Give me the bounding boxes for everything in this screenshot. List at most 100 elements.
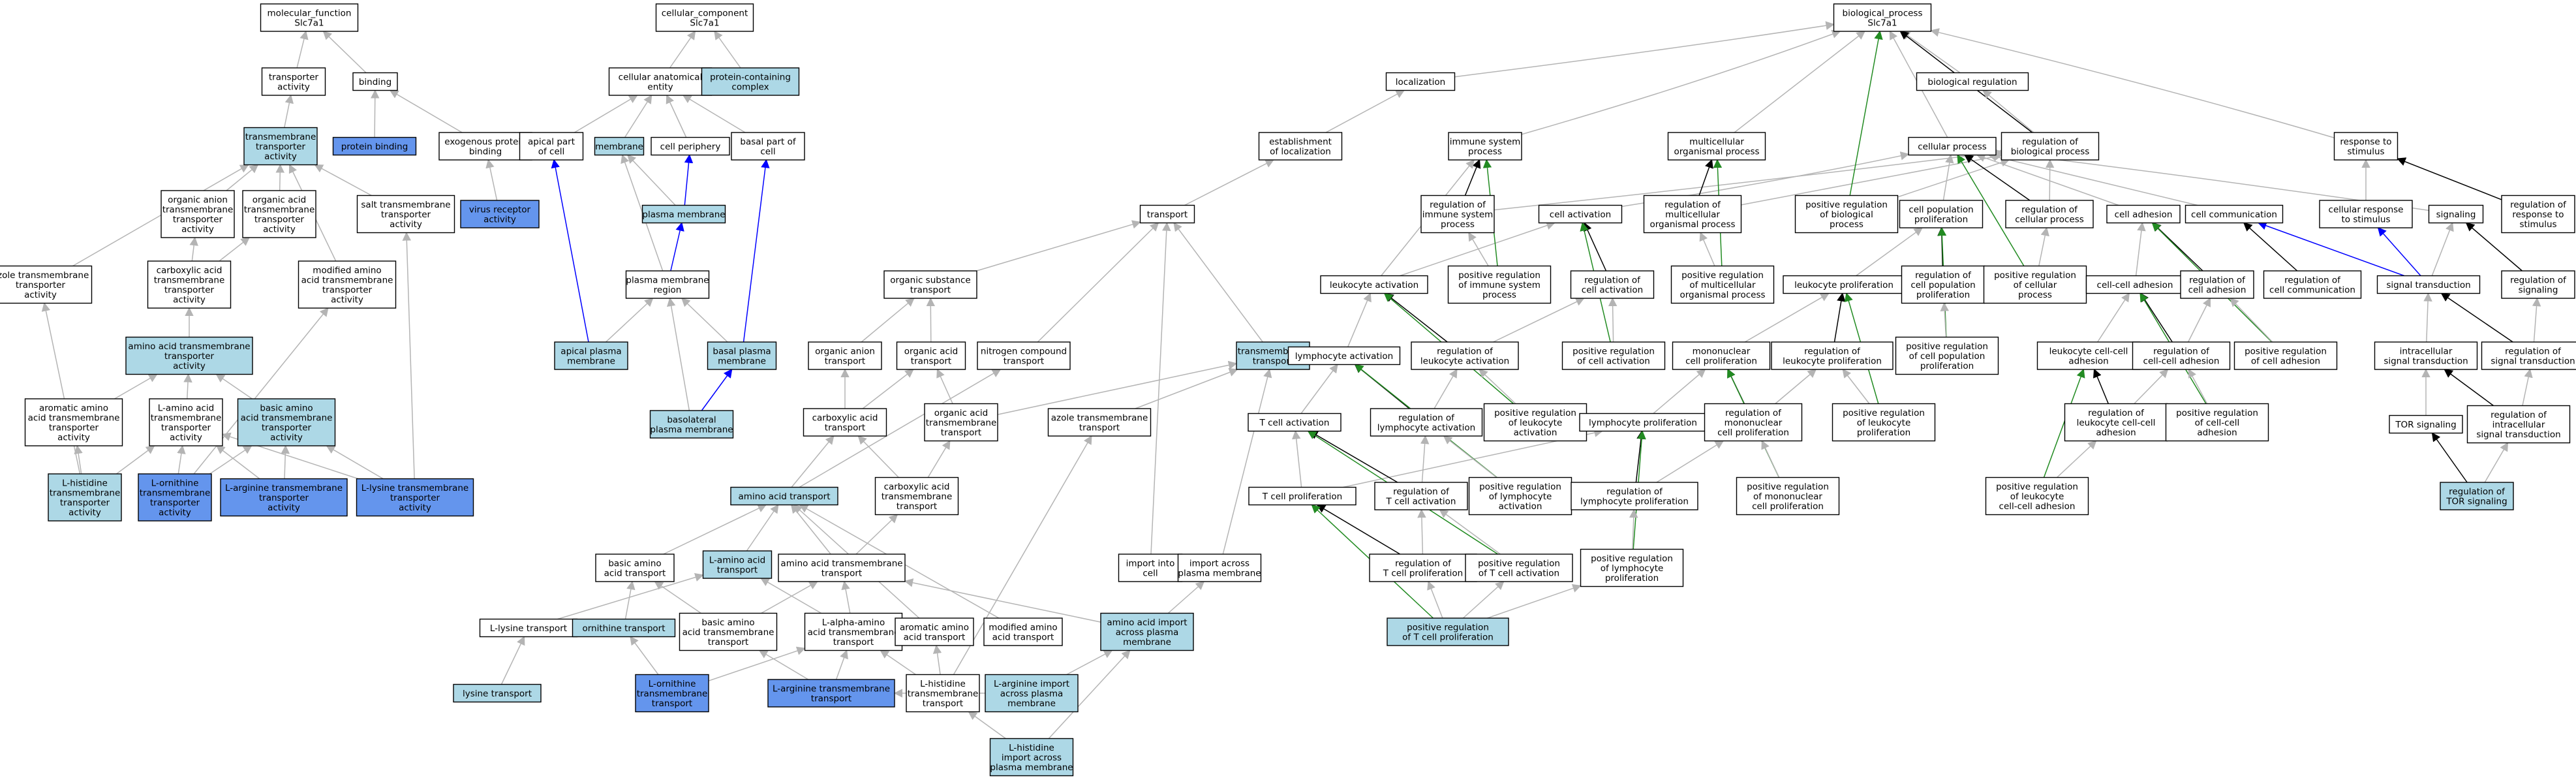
term-node-ornt[interactable]: ornithine transport xyxy=(572,618,676,638)
term-node-lymact[interactable]: lymphocyte activation xyxy=(1287,346,1401,366)
term-node-tcact[interactable]: T cell activation xyxy=(1248,413,1342,432)
term-node-tcpro[interactable]: T cell proliferation xyxy=(1248,486,1357,506)
term-node-pm[interactable]: plasma membrane xyxy=(641,204,726,224)
term-node-cp[interactable]: cellular process xyxy=(1908,136,1997,156)
term-node-breg[interactable]: biological regulation xyxy=(1916,72,2029,91)
term-node-leuact[interactable]: leukocyte activation xyxy=(1320,275,1428,294)
term-node-binding[interactable]: binding xyxy=(352,72,398,91)
term-node-sig[interactable]: signaling xyxy=(2428,204,2484,224)
term-node-transport[interactable]: transport xyxy=(1139,204,1195,224)
term-node-llyst[interactable]: L-lysine transport xyxy=(479,618,578,638)
term-node-lympro[interactable]: lymphocyte proliferation xyxy=(1579,413,1707,432)
term-node-pb[interactable]: protein binding xyxy=(332,136,417,156)
term-node-loc[interactable]: localization xyxy=(1385,72,1456,91)
term-node-lyst[interactable]: lysine transport xyxy=(453,683,542,703)
term-node-leupro[interactable]: leukocyte proliferation xyxy=(1783,275,1905,294)
term-node-cperi[interactable]: cell periphery xyxy=(651,136,730,156)
term-node-cadh[interactable]: cell adhesion xyxy=(2106,204,2181,224)
term-node-aat[interactable]: amino acid transport xyxy=(730,486,838,506)
term-node-ccadh[interactable]: cell-cell adhesion xyxy=(2085,275,2185,294)
term-node-st[interactable]: signal transduction xyxy=(2376,275,2481,294)
term-node-ccom[interactable]: cell communication xyxy=(2185,204,2284,224)
term-node-memb[interactable]: membrane xyxy=(594,136,645,156)
